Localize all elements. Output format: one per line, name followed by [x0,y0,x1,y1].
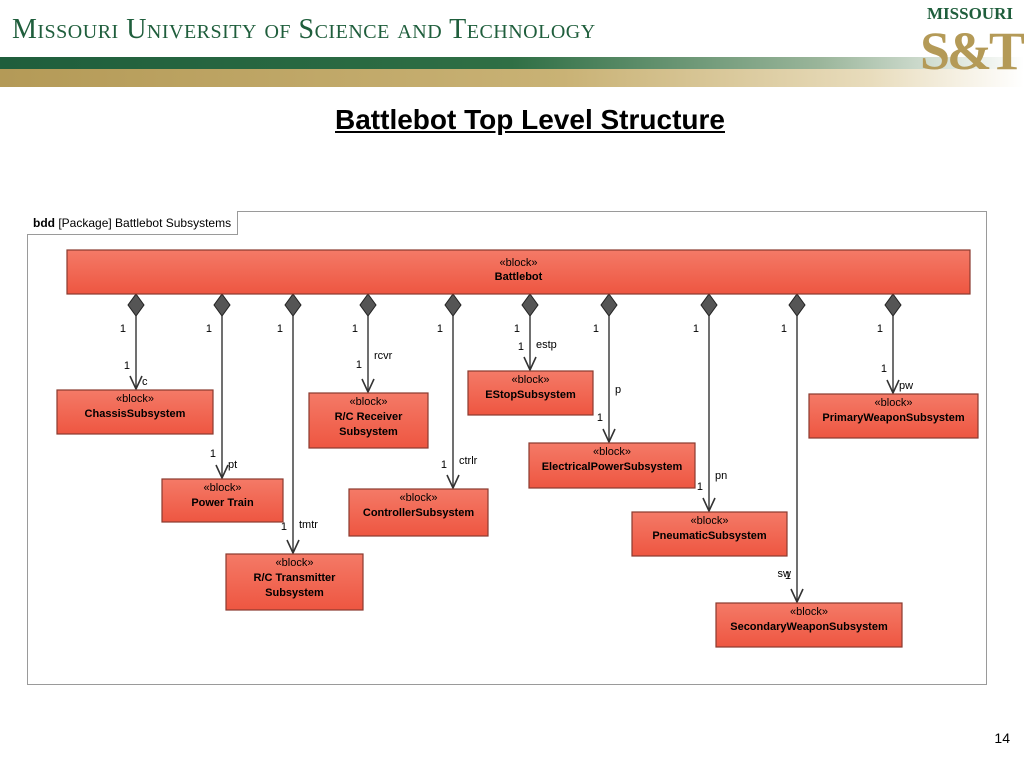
header-band-green [0,57,1024,69]
arrowhead-primary [886,379,900,395]
block-secondary-stereotype: «block» [790,606,828,618]
composition-diamond-primary [884,293,902,317]
block-pneumatic [631,511,788,557]
arrowhead-rcrx [361,378,375,394]
university-logo: MISSOURI S&T [920,4,1024,84]
arrowhead-rctx [286,539,300,555]
block-electrical-stereotype: «block» [593,446,631,458]
role-label-rctx: tmtr [299,519,318,531]
multiplicity-target-primary: 1 [881,363,887,375]
block-powertrain-name: Power Train [191,497,254,509]
multiplicity-target-secondary: 1 [785,570,791,582]
composition-diamond-powertrain [213,293,231,317]
multiplicity-target-chassis: 1 [124,360,130,372]
block-secondary-name: SecondaryWeaponSubsystem [730,621,888,633]
composition-diamond-chassis [127,293,145,317]
block-chassis-stereotype: «block» [116,393,154,405]
block-primary [808,393,979,439]
multiplicity-target-rcrx: 1 [356,359,362,371]
composition-diamond-controller [444,293,462,317]
header-band-gold [0,69,1024,87]
multiplicity-source-powertrain: 1 [206,323,212,335]
role-label-electrical: p [615,384,621,396]
block-electrical [528,442,696,489]
multiplicity-target-estop: 1 [518,341,524,353]
multiplicity-target-rctx: 1 [281,521,287,533]
block-primary-stereotype: «block» [875,397,913,409]
arrowhead-powertrain [215,464,229,480]
page-number: 14 [994,730,1010,746]
block-estop-stereotype: «block» [512,374,550,386]
arrowhead-controller [446,474,460,490]
composition-diamond-estop [521,293,539,317]
block-secondary [715,602,903,648]
block-rctx-name: R/C Transmitter [254,572,337,584]
logo-mark: S&T [920,21,1024,81]
block-rctx-name: Subsystem [265,587,324,599]
multiplicity-source-rcrx: 1 [352,323,358,335]
block-controller-name: ControllerSubsystem [363,507,474,519]
block-primary-name: PrimaryWeaponSubsystem [822,412,964,424]
block-powertrain [161,478,284,523]
block-battlebot-stereotype: «block» [500,257,538,269]
arrowhead-chassis [129,375,143,391]
frame-package-label: [Package] Battlebot Subsystems [58,216,232,230]
diagram-frame-label: bdd [Package] Battlebot Subsystems [27,211,239,235]
block-chassis-name: ChassisSubsystem [85,408,186,420]
multiplicity-target-powertrain: 1 [210,448,216,460]
block-rcrx [308,392,429,449]
multiplicity-target-electrical: 1 [597,412,603,424]
block-rctx-stereotype: «block» [276,557,314,569]
block-rcrx-stereotype: «block» [350,396,388,408]
role-label-pneumatic: pn [715,470,727,482]
arrowhead-estop [523,356,537,372]
block-pneumatic-stereotype: «block» [691,515,729,527]
arrowhead-electrical [602,428,616,444]
role-label-primary: pw [899,380,913,392]
block-powertrain-stereotype: «block» [204,482,242,494]
multiplicity-source-secondary: 1 [781,323,787,335]
header-band [0,57,1024,87]
arrowhead-pneumatic [702,497,716,513]
block-rctx [225,553,364,611]
multiplicity-source-estop: 1 [514,323,520,335]
composition-diamond-electrical [600,293,618,317]
block-battlebot [66,249,971,295]
multiplicity-target-pneumatic: 1 [697,481,703,493]
role-label-estop: estp [536,339,557,351]
arrowhead-secondary [790,588,804,604]
block-chassis [56,389,214,435]
block-battlebot-name: Battlebot [495,271,543,283]
role-label-powertrain: pt [228,459,237,471]
role-label-chassis: c [142,376,148,388]
frame-keyword: bdd [33,216,55,230]
multiplicity-target-controller: 1 [441,459,447,471]
university-name: Missouri University of Science and Techn… [12,14,596,45]
role-label-secondary: sw [778,568,792,580]
role-label-controller: ctrlr [459,455,478,467]
multiplicity-source-rctx: 1 [277,323,283,335]
block-electrical-name: ElectricalPowerSubsystem [542,461,683,473]
composition-diamond-rctx [284,293,302,317]
multiplicity-source-primary: 1 [877,323,883,335]
composition-diamond-rcrx [359,293,377,317]
block-controller-stereotype: «block» [400,492,438,504]
block-pneumatic-name: PneumaticSubsystem [652,530,767,542]
block-rcrx-name: R/C Receiver [335,411,404,423]
block-rcrx-name: Subsystem [339,426,398,438]
multiplicity-source-electrical: 1 [593,323,599,335]
composition-diamond-secondary [788,293,806,317]
block-estop [467,370,594,416]
multiplicity-source-chassis: 1 [120,323,126,335]
slide-title: Battlebot Top Level Structure [335,104,725,135]
role-label-rcrx: rcvr [374,350,393,362]
logo-text-missouri: MISSOURI [927,4,1013,23]
block-controller [348,488,489,537]
block-estop-name: EStopSubsystem [485,389,576,401]
multiplicity-source-controller: 1 [437,323,443,335]
composition-diamond-pneumatic [700,293,718,317]
multiplicity-source-pneumatic: 1 [693,323,699,335]
